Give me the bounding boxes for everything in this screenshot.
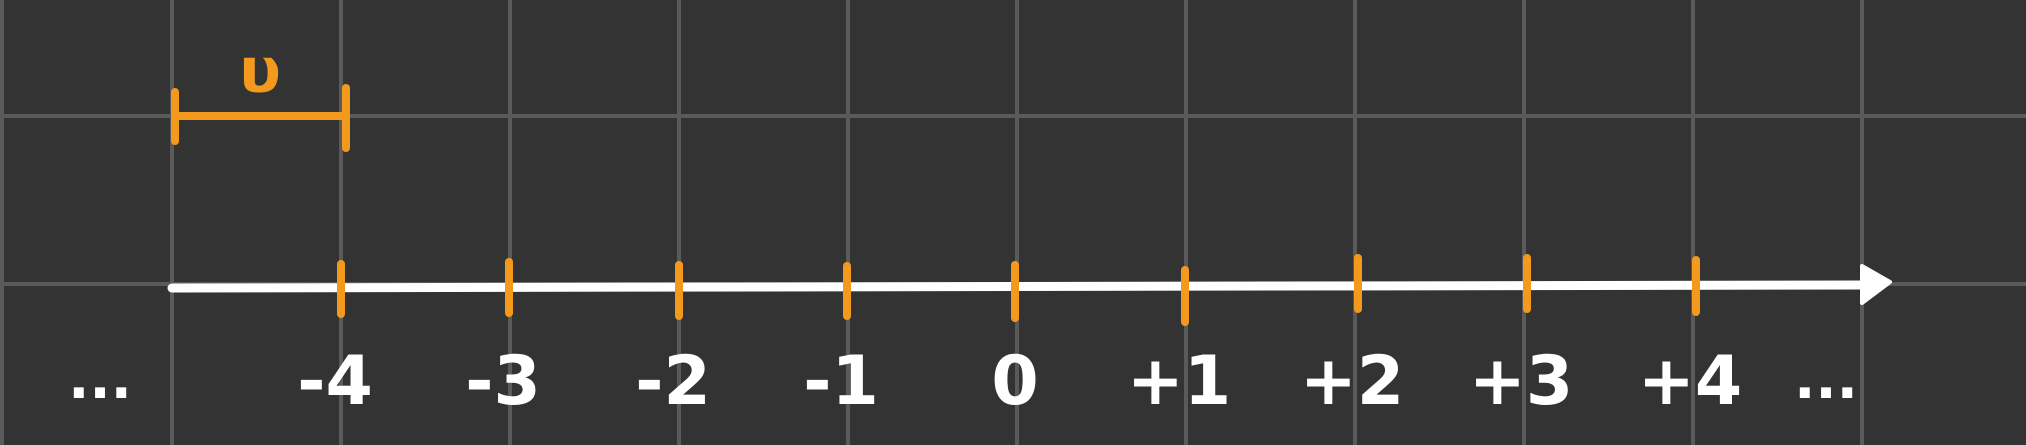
axis-arrowhead	[1860, 264, 1892, 305]
tick-label: -4	[297, 342, 373, 421]
tick-label: +3	[1469, 342, 1573, 421]
tick-label: -2	[635, 342, 711, 421]
tick-label: +4	[1638, 342, 1742, 421]
tick-label: 0	[991, 342, 1038, 421]
tick-label: -1	[803, 342, 879, 421]
tick-label: -3	[465, 342, 541, 421]
unit-bracket: υ	[171, 34, 350, 152]
tick-label: +1	[1127, 342, 1231, 421]
right-ellipsis: ...	[1794, 347, 1858, 412]
axis-ticks	[337, 254, 1700, 326]
unit-label: υ	[239, 34, 281, 107]
left-ellipsis: ...	[68, 347, 132, 412]
number-axis	[167, 264, 1892, 305]
tick-label: +2	[1300, 342, 1404, 421]
tick-labels: -4 -3 -2 -1 0 +1 +2 +3 +4	[297, 342, 1742, 421]
axis-line	[167, 280, 1873, 293]
